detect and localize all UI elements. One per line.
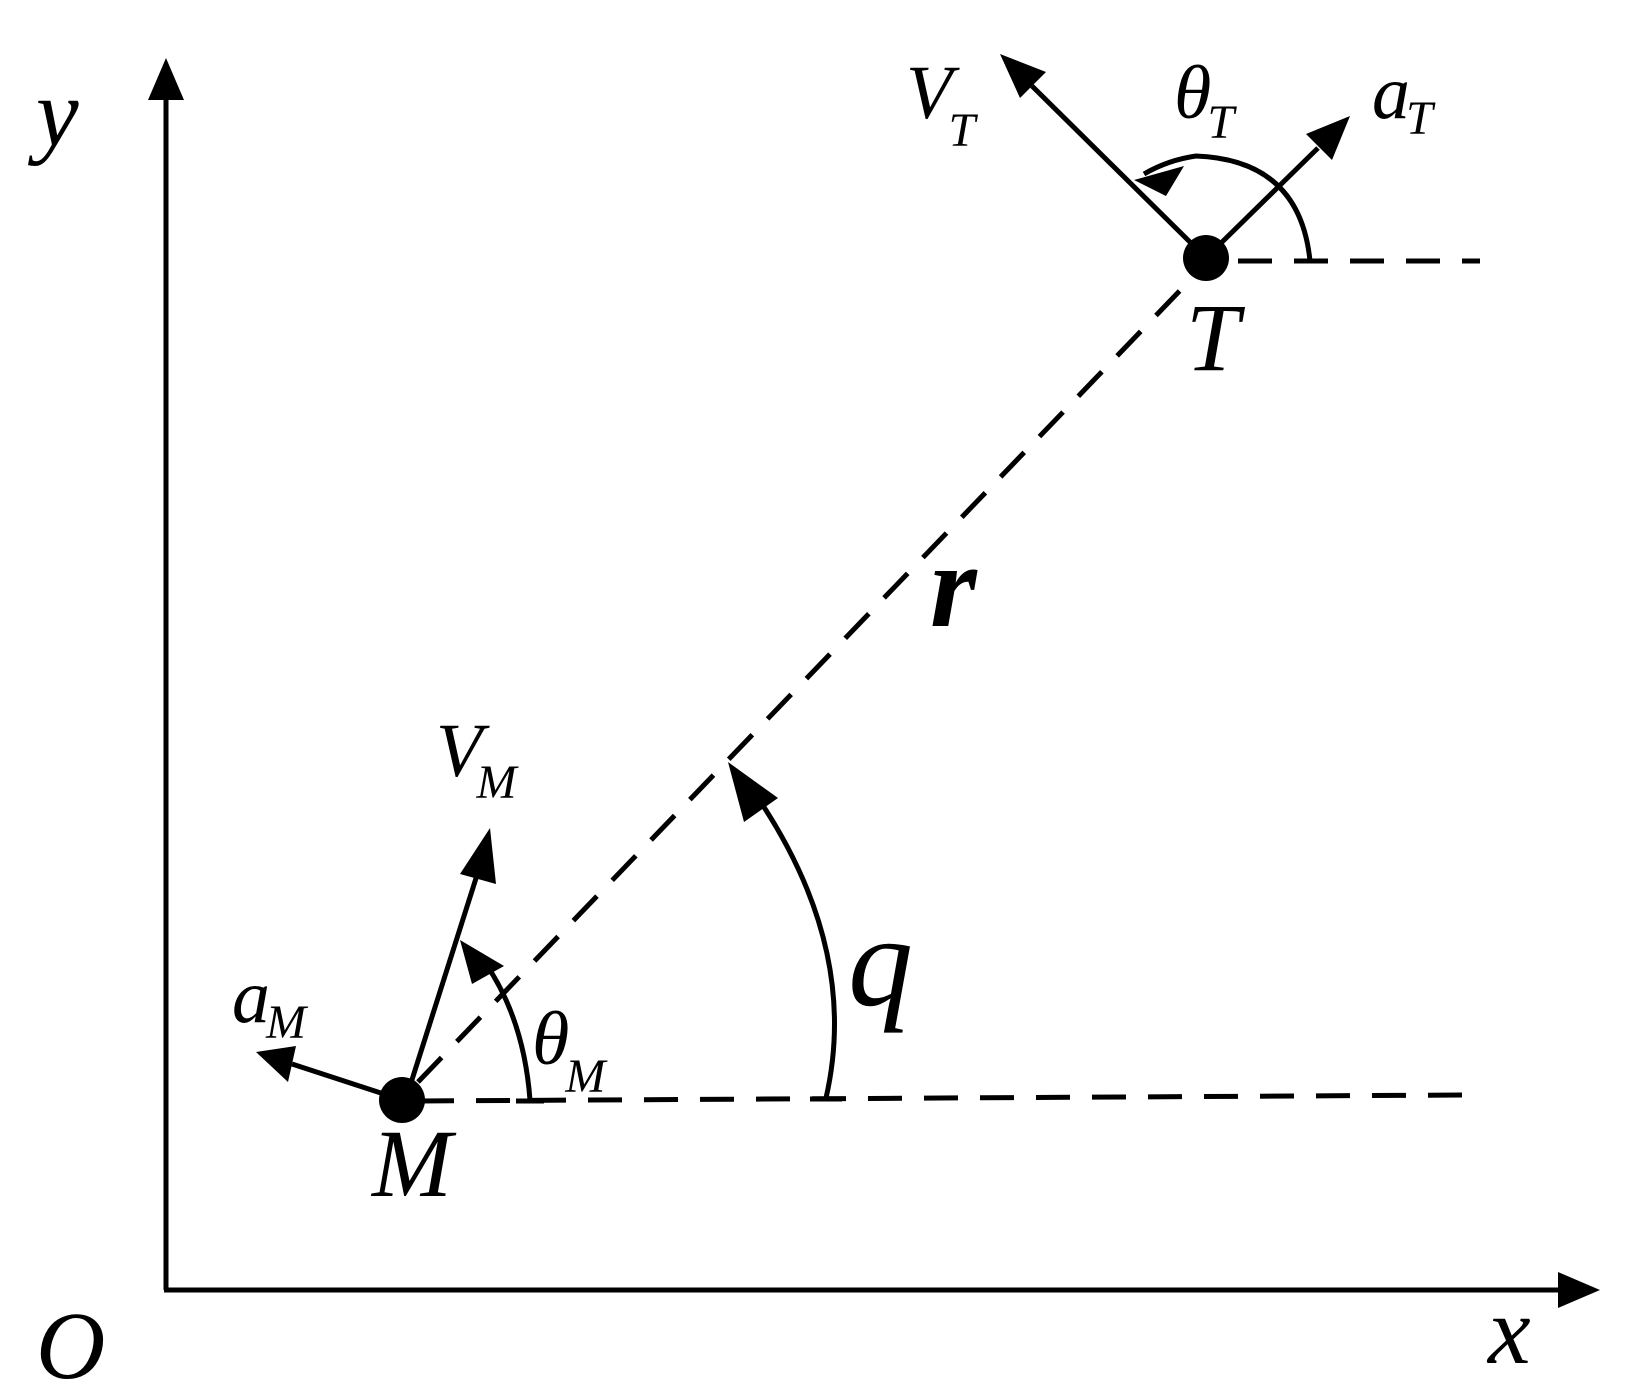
missile-accel-arrowhead <box>256 1046 296 1082</box>
missile-velocity-arrowhead <box>460 828 496 884</box>
missile-heading-arc <box>483 962 533 1101</box>
target-label: T <box>1186 284 1246 391</box>
missile-velocity-label: VM <box>436 709 519 809</box>
missile-point <box>379 1077 425 1123</box>
y-axis-arrowhead <box>148 58 184 100</box>
missile-heading-arrowhead <box>460 940 504 984</box>
los-angle-arc <box>755 796 837 1099</box>
target-accel-label: aT <box>1372 51 1436 145</box>
target-heading-label: θT <box>1174 51 1237 149</box>
target-accel-vector <box>1216 146 1320 248</box>
los-angle-label: q <box>848 890 913 1034</box>
line-of-sight <box>416 273 1197 1084</box>
origin-label: O <box>36 1292 105 1393</box>
x-axis-arrowhead <box>1558 1272 1600 1308</box>
target-velocity-label: VT <box>906 51 978 157</box>
y-axis-label: y <box>27 59 79 166</box>
target-heading-arrowhead <box>1134 166 1184 196</box>
target-point <box>1183 235 1229 281</box>
range-label: r <box>930 519 978 652</box>
los-angle-arrowhead <box>728 762 778 822</box>
target-velocity-arrowhead <box>1000 54 1046 98</box>
target-velocity-vector <box>1030 84 1196 248</box>
missile-horizontal-reference <box>419 1092 1471 1104</box>
x-axis-label: x <box>1486 1277 1531 1384</box>
missile-heading-label: θM <box>532 997 608 1103</box>
target-heading-arc <box>1142 153 1313 262</box>
missile-velocity-vector <box>407 871 481 1087</box>
missile-accel-label: aM <box>232 955 309 1049</box>
target-accel-arrowhead <box>1306 116 1350 160</box>
missile-accel-vector <box>291 1061 385 1097</box>
missile-label: M <box>370 1110 457 1217</box>
